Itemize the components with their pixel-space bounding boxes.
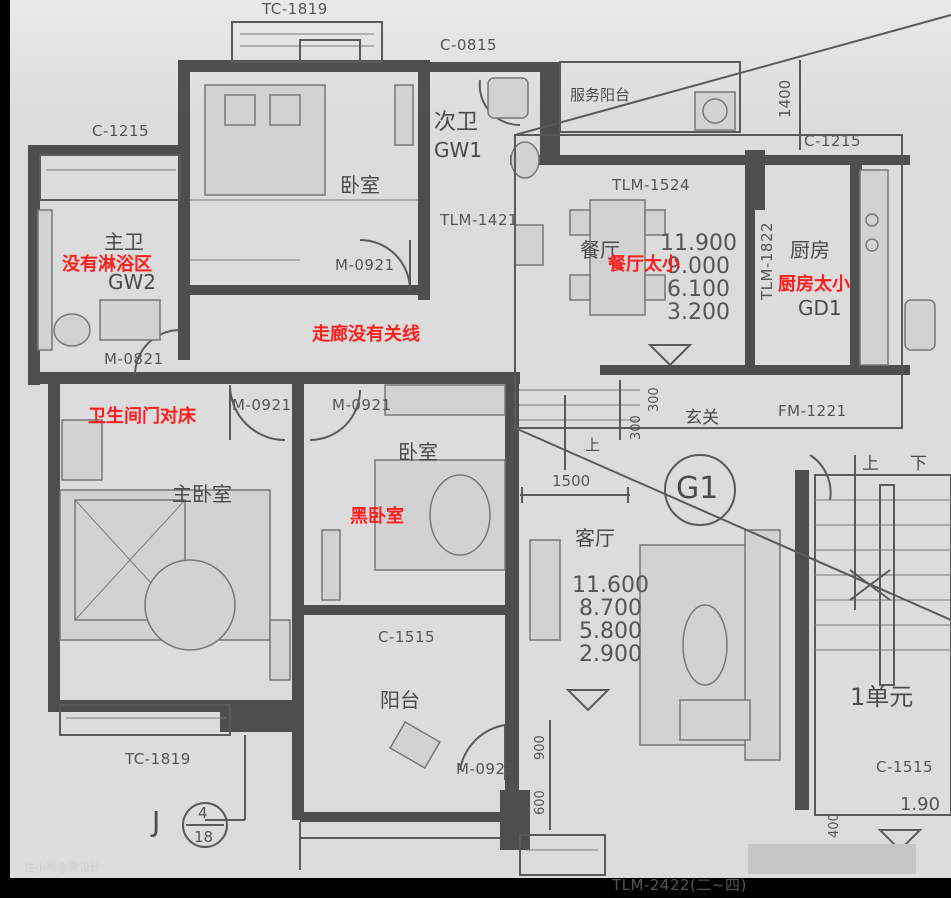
code-fm-1221: FM-1221 — [778, 402, 847, 420]
dining-height-4: 3.200 — [667, 300, 730, 325]
stair-up-label: 上 — [862, 454, 879, 474]
paper-glare — [10, 0, 951, 120]
dining-height-1: 11.900 — [660, 231, 737, 256]
annotation-kitchen-small: 厨房太小 — [778, 274, 850, 295]
code-tc-top: TC-1819 — [262, 0, 328, 18]
code-m-0921-middle: M-0921 — [332, 396, 392, 414]
code-tlm-1421: TLM-1421 — [440, 211, 519, 229]
living-height-1: 11.600 — [572, 573, 649, 598]
dim-600: 600 — [533, 790, 548, 815]
code-m-0921-master: M-0921 — [232, 396, 292, 414]
code-m-0821: M-0821 — [104, 350, 164, 368]
living-height-3: 5.800 — [579, 619, 642, 644]
code-m-0921-balcony: M-0921 — [456, 760, 516, 778]
code-c-1515-right: C-1515 — [876, 758, 934, 776]
living-height-4: 2.900 — [579, 642, 642, 667]
furniture — [37, 77, 936, 770]
room-label-main-bath: 主卫 — [104, 230, 144, 254]
code-tc-bottom: TC-1819 — [125, 750, 191, 768]
code-tlm-1524: TLM-1524 — [612, 176, 691, 194]
walls — [28, 60, 910, 850]
windows — [39, 21, 741, 876]
axis-label-j: J — [152, 805, 161, 838]
room-label-entrance: 玄关 — [685, 408, 719, 428]
room-label-second-bath: 次卫 — [434, 110, 479, 135]
room-label-service-balcony: 服务阳台 — [570, 86, 631, 104]
room-label-bedroom-middle: 卧室 — [398, 440, 438, 464]
annotation-no-shower: 没有淋浴区 — [62, 254, 152, 275]
room-label-unit: 1单元 — [850, 683, 914, 711]
room-label-master-bedroom: 主卧室 — [172, 482, 232, 506]
code-c-1515: C-1515 — [378, 628, 436, 646]
dining-height-2: 9.000 — [667, 254, 730, 279]
annotation-dining-small: 餐厅太小 — [608, 254, 680, 275]
watermark: 住小帮@果设计 — [24, 861, 101, 874]
code-tlm-bottom: TLM-2422(二~四) — [612, 876, 747, 894]
overlay-lines — [514, 14, 951, 621]
dim-300-b: 300 — [647, 387, 662, 412]
dim-1500: 1500 — [552, 472, 591, 490]
annotation-corridor-no-light: 走廊没有关线 — [312, 324, 420, 345]
dim-400: 400 — [827, 813, 842, 838]
stair-down-label: 下 — [910, 454, 927, 474]
room-label-kitchen: 厨房 — [790, 238, 830, 262]
code-tlm-1822: TLM-1822 — [758, 221, 776, 300]
room-code-main-bath: GW2 — [108, 270, 156, 294]
grid-mark-label: G1 — [676, 471, 719, 506]
code-c-0815: C-0815 — [440, 36, 498, 54]
axis-mark — [182, 802, 228, 848]
dim-300-a: 300 — [629, 415, 644, 440]
dim-1400: 1400 — [776, 79, 794, 118]
dining-height-3: 6.100 — [667, 277, 730, 302]
grid-mark-g1 — [664, 454, 736, 526]
code-m-0921-bedroom: M-0921 — [335, 256, 395, 274]
living-height-stack: 11.600 8.700 5.800 2.900 — [572, 574, 649, 666]
room-code-second-bath: GW1 — [434, 138, 482, 162]
annotation-bath-door-faces-bed: 卫生间门对床 — [88, 406, 196, 427]
room-label-balcony: 阳台 — [380, 688, 420, 712]
detail-number-top: 4 — [198, 804, 208, 822]
dim-900: 900 — [533, 735, 548, 760]
room-label-dining: 餐厅 — [580, 238, 620, 262]
dim-190: 1.90 — [900, 794, 941, 815]
step-up-label: 上 — [585, 436, 601, 454]
annotation-dark-bedroom: 黑卧室 — [350, 506, 404, 527]
room-label-bedroom-north: 卧室 — [340, 173, 380, 197]
room-code-kitchen: GD1 — [798, 296, 842, 320]
redacted-area — [748, 844, 916, 874]
dining-height-stack: 11.900 9.000 6.100 3.200 — [660, 232, 737, 324]
living-height-2: 8.700 — [579, 596, 642, 621]
room-label-living-room: 客厅 — [575, 526, 615, 550]
detail-number-bottom: 18 — [194, 828, 214, 846]
code-c-1215-left: C-1215 — [92, 122, 150, 140]
code-c-1215-right: C-1215 — [804, 132, 862, 150]
